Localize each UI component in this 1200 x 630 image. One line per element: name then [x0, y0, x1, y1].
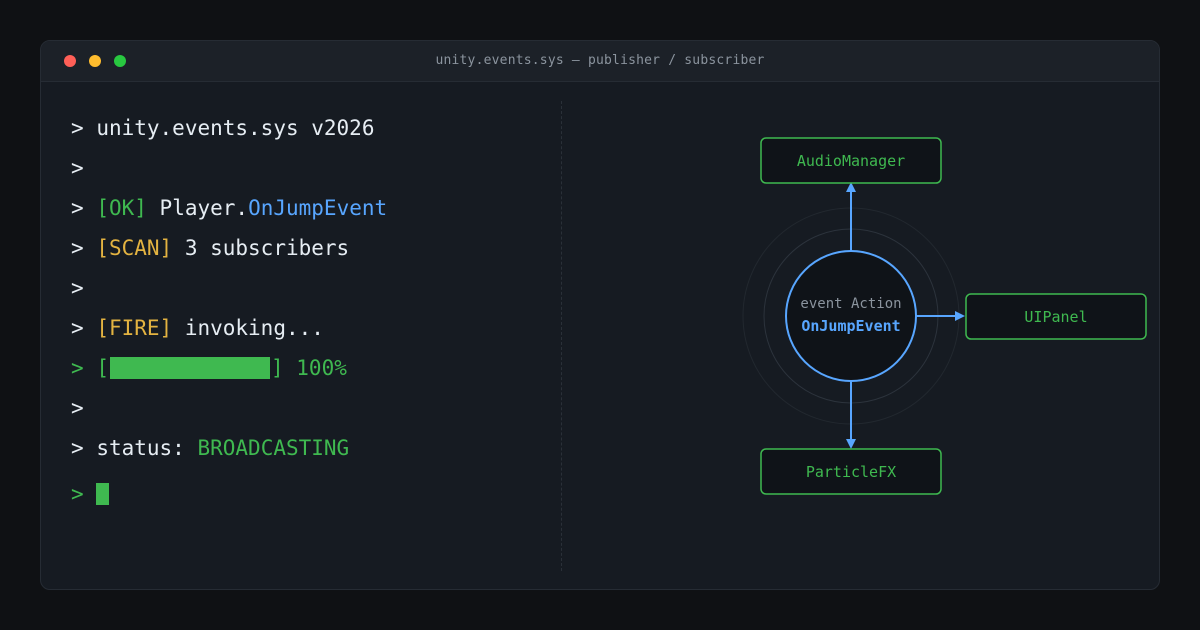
- status-label: status:: [96, 436, 185, 460]
- subscriber-audiomanager-box: [760, 137, 942, 184]
- terminal-line-progress: > [] 100%: [71, 354, 347, 382]
- ok-tag: [OK]: [96, 196, 147, 220]
- event-diagram: event Action OnJumpEvent AudioManager UI…: [742, 137, 1147, 495]
- subscriber-count: 3 subscribers: [184, 236, 350, 260]
- subscriber-audiomanager-label: AudioManager: [797, 152, 905, 170]
- minimize-window-button[interactable]: [89, 55, 101, 67]
- title-bar: unity.events.sys — publisher / subscribe…: [41, 41, 1159, 82]
- progress-percent: 100%: [296, 356, 347, 380]
- terminal-input-line[interactable]: >: [71, 480, 109, 508]
- prompt: >: [71, 276, 84, 300]
- version-text: unity.events.sys v2026: [96, 116, 375, 140]
- prompt: >: [71, 236, 84, 260]
- event-hub-node: [785, 250, 917, 382]
- panel-divider: [561, 101, 562, 571]
- maximize-window-button[interactable]: [114, 55, 126, 67]
- prompt: >: [71, 116, 84, 140]
- terminal-line-empty: >: [71, 154, 84, 182]
- event-name: OnJumpEvent: [248, 196, 388, 220]
- prompt: >: [71, 196, 84, 220]
- hub-event-name: OnJumpEvent: [801, 317, 900, 335]
- terminal-line-version: > unity.events.sys v2026: [71, 114, 374, 142]
- prompt: >: [71, 156, 84, 180]
- terminal-line-empty: >: [71, 274, 84, 302]
- terminal-line-status: > status: BROADCASTING: [71, 434, 349, 462]
- prompt: >: [71, 356, 84, 380]
- scan-tag: [SCAN]: [96, 236, 173, 260]
- subscriber-particlefx-box: [760, 448, 942, 495]
- subscriber-particlefx-label: ParticleFX: [806, 463, 896, 481]
- invoking-text: invoking...: [184, 316, 324, 340]
- prompt: >: [71, 482, 84, 506]
- progress-bar: [109, 357, 270, 379]
- progress-open-bracket: [: [96, 356, 109, 380]
- prompt: >: [71, 436, 84, 460]
- hub-caption: event Action: [800, 296, 901, 312]
- terminal-line-empty: >: [71, 394, 84, 422]
- prompt: >: [71, 316, 84, 340]
- fire-tag: [FIRE]: [96, 316, 173, 340]
- progress-close-bracket: ]: [270, 356, 284, 380]
- subscriber-uipanel-box: [965, 293, 1147, 340]
- publisher-object: Player.: [159, 196, 249, 220]
- window-title: unity.events.sys — publisher / subscribe…: [435, 53, 765, 68]
- subscriber-uipanel-label: UIPanel: [1024, 308, 1087, 326]
- terminal-window: unity.events.sys — publisher / subscribe…: [40, 40, 1160, 590]
- status-value: BROADCASTING: [197, 436, 350, 460]
- terminal-line-ok: > [OK] Player.OnJumpEvent: [71, 194, 387, 222]
- text-cursor: [95, 483, 109, 505]
- terminal-line-fire: > [FIRE] invoking...: [71, 314, 324, 342]
- terminal-line-scan: > [SCAN] 3 subscribers: [71, 234, 349, 262]
- prompt: >: [71, 396, 84, 420]
- close-window-button[interactable]: [64, 55, 76, 67]
